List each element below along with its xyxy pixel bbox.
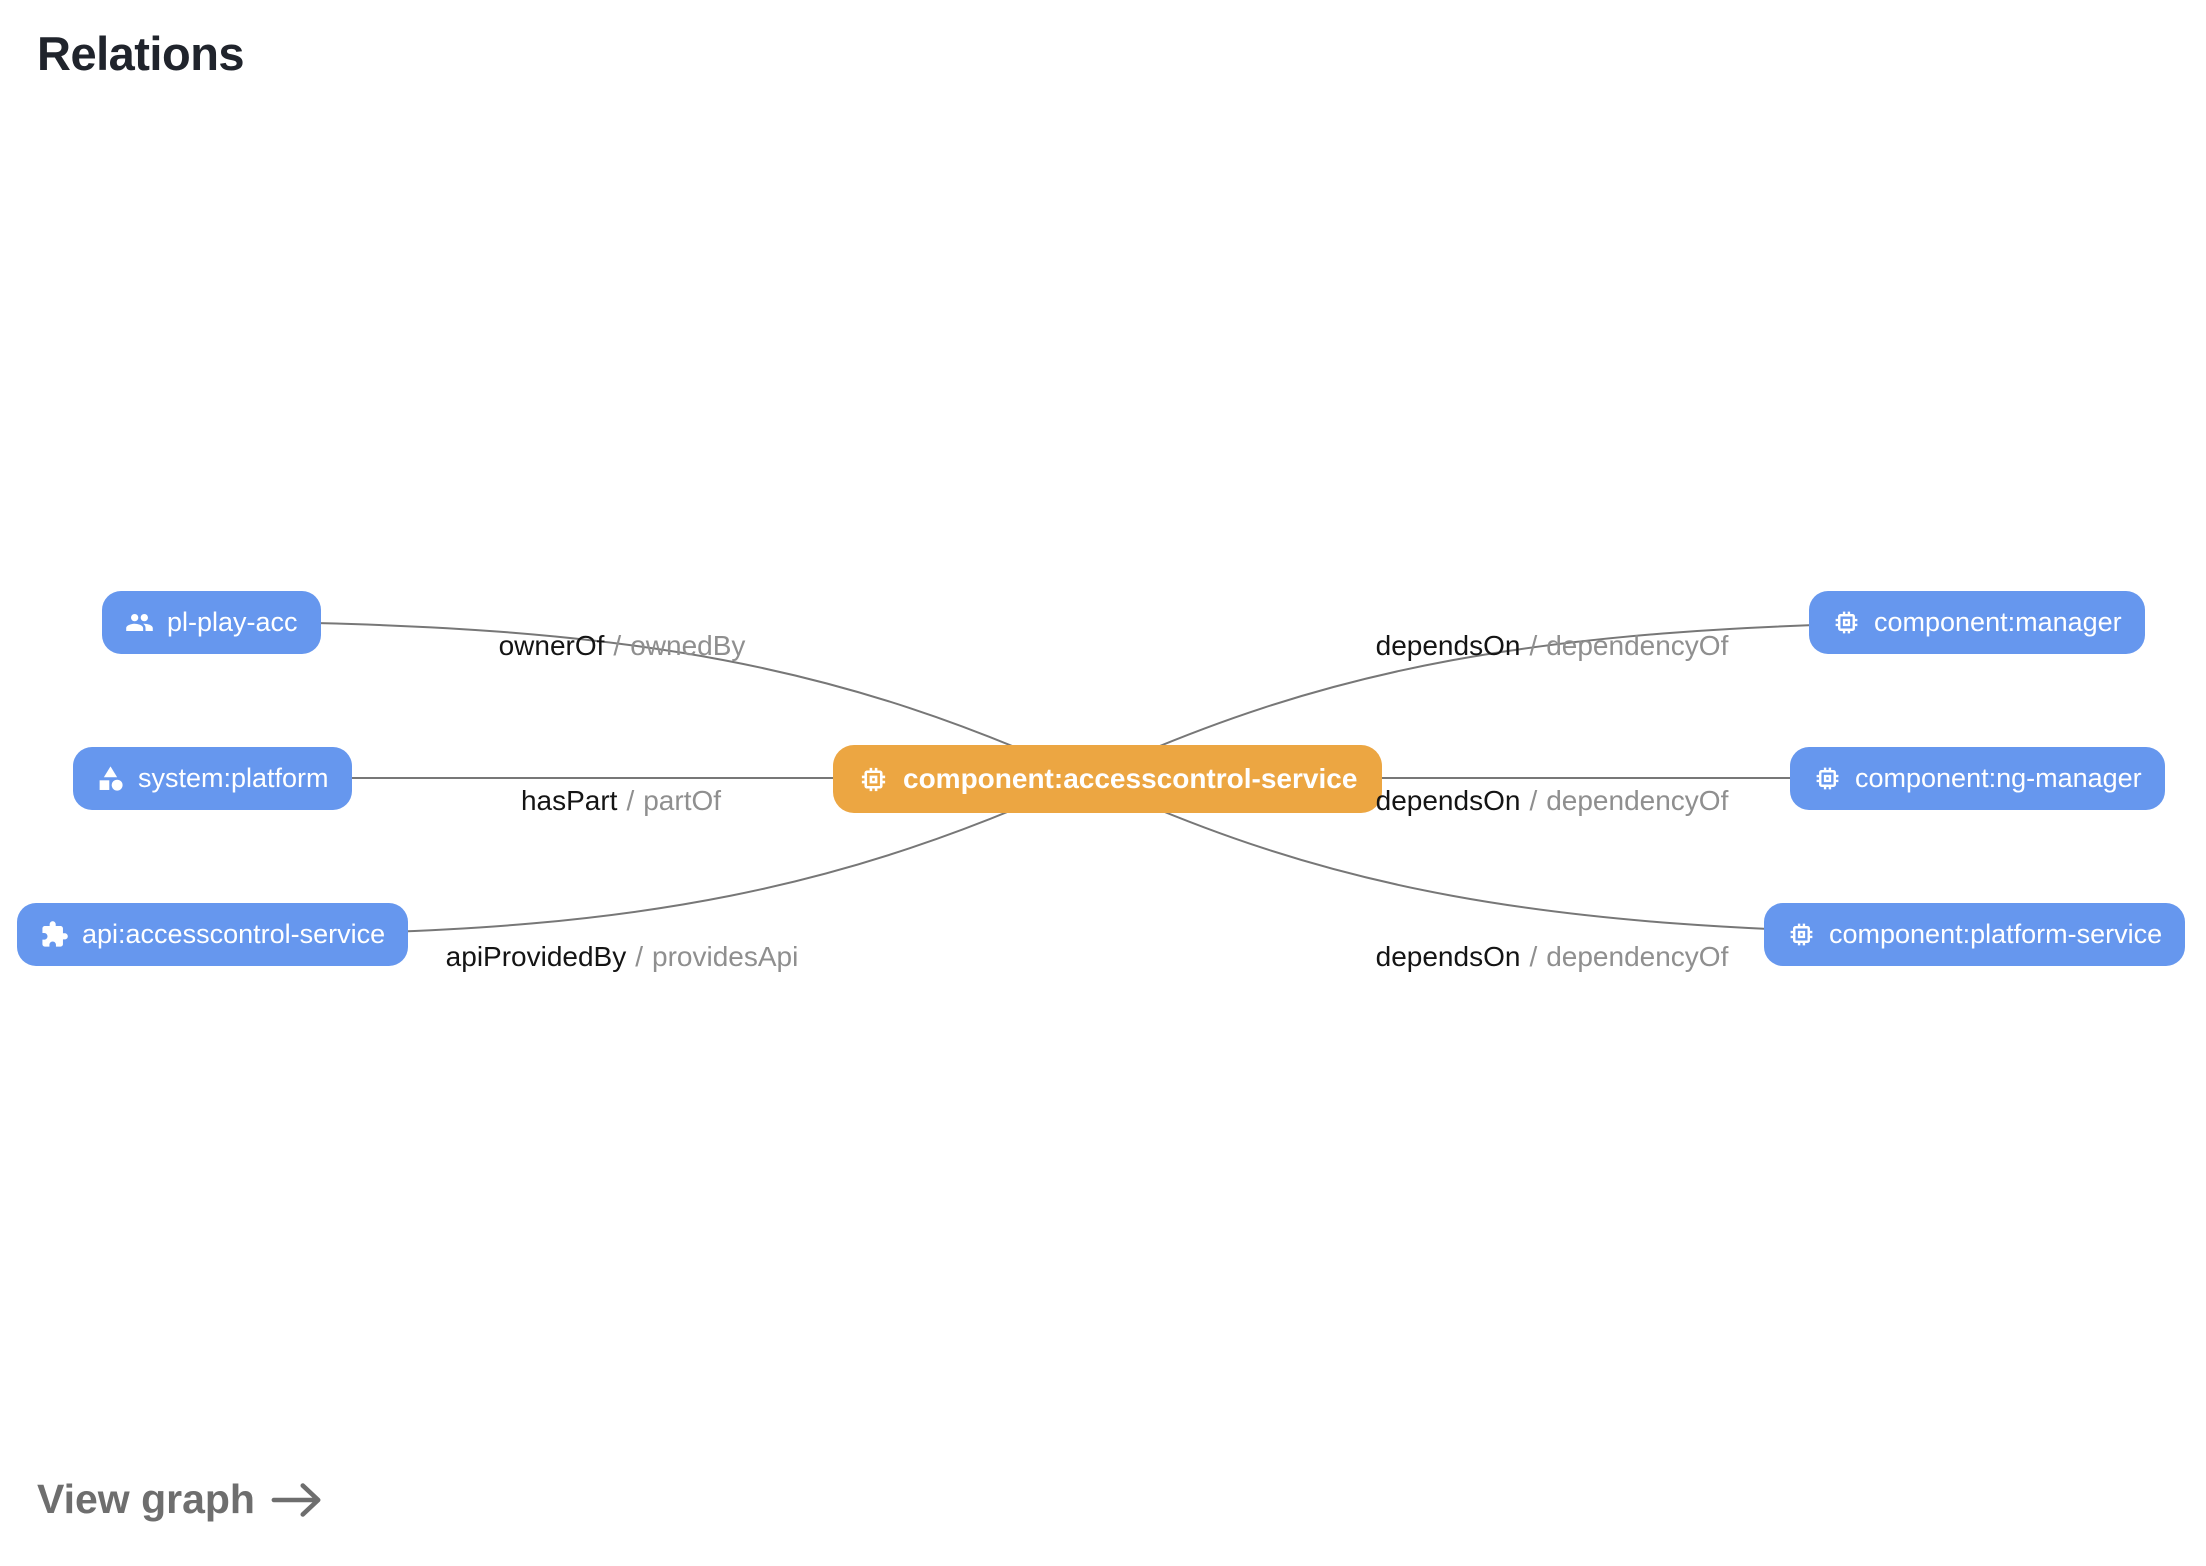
- memory-chip-icon: [1790, 923, 1813, 946]
- page-title: Relations: [37, 27, 245, 80]
- entity-node-component-accesscontrol-service[interactable]: component:accesscontrol-service: [833, 745, 1383, 813]
- entity-node-label: system:platform: [138, 763, 329, 793]
- edge-label-dependsOn-manager: dependsOn/dependencyOf: [1375, 630, 1729, 661]
- entity-node-component-manager[interactable]: component:manager: [1809, 591, 2145, 654]
- edge-ownerOf: [249, 621, 1087, 779]
- edge-label-apiProvidedBy-providesApi: apiProvidedBy/providesApi: [445, 941, 799, 972]
- memory-chip-icon: [1835, 611, 1858, 634]
- entity-node-pl-play-acc[interactable]: pl-play-acc: [102, 591, 321, 654]
- entity-node-system-platform[interactable]: system:platform: [73, 747, 352, 810]
- arrow-right-icon: [271, 1482, 321, 1517]
- edge-dependsOn-manager: [1085, 621, 1957, 779]
- view-graph-label: View graph: [37, 1476, 255, 1522]
- group-icon: [126, 614, 153, 631]
- extension-icon: [42, 921, 68, 947]
- entity-node-component-ng-manager[interactable]: component:ng-manager: [1790, 747, 2165, 810]
- memory-chip-icon: [861, 767, 886, 791]
- category-icon: [99, 766, 123, 791]
- entity-node-api-accesscontrol-service[interactable]: api:accesscontrol-service: [17, 903, 409, 966]
- entity-node-label: component:accesscontrol-service: [903, 763, 1358, 794]
- view-graph-link[interactable]: View graph: [37, 1476, 323, 1523]
- entity-node-label: component:ng-manager: [1855, 763, 2142, 793]
- edge-label-ownerOf-ownedBy: ownerOf/ownedBy: [498, 630, 746, 661]
- edge-apiProvidedBy: [299, 777, 1087, 935]
- entity-node-component-platform-service[interactable]: component:platform-service: [1764, 903, 2186, 966]
- memory-chip-icon: [1816, 767, 1839, 790]
- entity-node-label: api:accesscontrol-service: [82, 919, 386, 949]
- edge-label-dependsOn-platform-service: dependsOn/dependencyOf: [1375, 941, 1729, 972]
- entity-node-label: component:platform-service: [1829, 919, 2163, 949]
- entity-node-label: component:manager: [1874, 607, 2122, 637]
- edge-label-hasPart-partOf: hasPart/partOf: [520, 785, 722, 816]
- edge-label-dependsOn-ng-manager: dependsOn/dependencyOf: [1375, 785, 1729, 816]
- entity-node-label: pl-play-acc: [167, 607, 298, 637]
